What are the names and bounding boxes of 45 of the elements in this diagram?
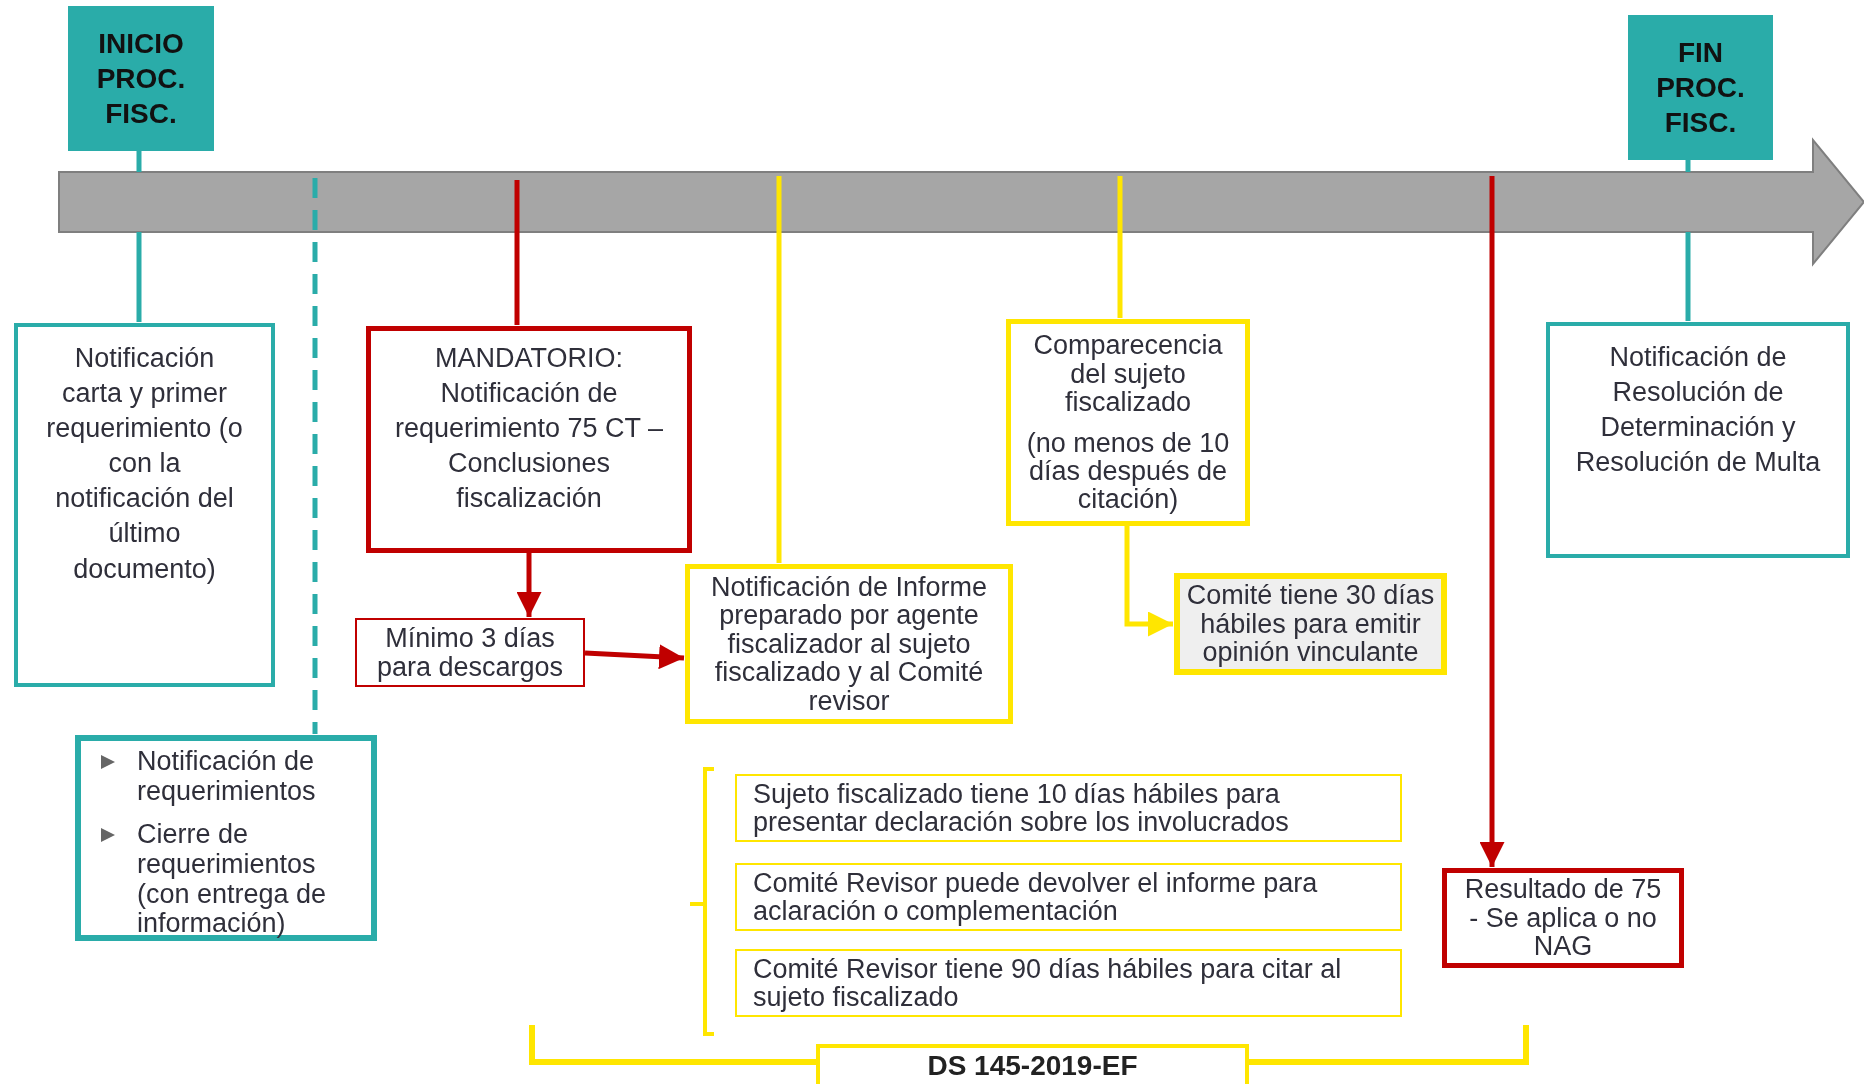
node-text: Cierre de requerimientos (con entrega de información) bbox=[137, 820, 328, 940]
note-box bbox=[735, 949, 1402, 1017]
node-text: MANDATORIO: Notificación de requerimiento 75 CT – Conclusiones fiscalización bbox=[393, 342, 665, 516]
node-text: DS 145-2019-EF bbox=[927, 1050, 1138, 1082]
process-box bbox=[14, 323, 275, 687]
node-text: Mínimo 3 días para descargos bbox=[375, 624, 565, 681]
process-box bbox=[1442, 868, 1684, 968]
process-box bbox=[1546, 322, 1850, 558]
node-text: (no menos de 10 días después de citación) bbox=[1025, 428, 1231, 514]
node-text: Comité tiene 30 días hábiles para emitir opinión vinculante bbox=[1185, 581, 1436, 667]
connector-line bbox=[1117, 176, 1123, 318]
node-text: FIN PROC. FISC. bbox=[1655, 36, 1746, 140]
node-text: Resultado de 75 - Se aplica o no NAG bbox=[1463, 875, 1663, 961]
node-text: Notificación de Informe preparado por agente fiscalizador al sujeto fiscalizado y al Comité revisor bbox=[709, 573, 989, 715]
connector-line bbox=[776, 176, 782, 563]
note-box bbox=[355, 618, 585, 687]
connector-line bbox=[312, 178, 318, 734]
process-box bbox=[366, 326, 692, 553]
arrow-shape bbox=[59, 140, 1864, 264]
node-text: Notificación carta y primer requerimiento (o con la notificación del último documento) bbox=[45, 342, 244, 586]
connector-line bbox=[136, 232, 142, 322]
connector-line bbox=[514, 180, 520, 325]
arrow bbox=[584, 644, 685, 670]
node-text: Notificación de requerimientos bbox=[137, 747, 317, 807]
node-text: Comparecencia del sujeto fiscalizado bbox=[1032, 331, 1224, 417]
arrow bbox=[516, 553, 542, 617]
arrow bbox=[1479, 176, 1505, 867]
stage-tag bbox=[1628, 15, 1773, 160]
process-box bbox=[685, 564, 1013, 724]
connector-line bbox=[1685, 232, 1691, 321]
process-box bbox=[75, 735, 377, 941]
node-text: Sujeto fiscalizado tiene 10 días hábiles para presentar declaración sobre los involucrados bbox=[753, 779, 1290, 837]
note-box bbox=[1174, 573, 1447, 675]
arrow bbox=[1124, 526, 1173, 637]
note-box bbox=[735, 774, 1402, 842]
node-text: Comité Revisor tiene 90 días hábiles para citar al sujeto fiscalizado bbox=[753, 954, 1343, 1012]
node-text: Comité Revisor puede devolver el informe para aclaración o complementación bbox=[753, 868, 1319, 926]
connector-line bbox=[1685, 160, 1691, 172]
node-text: Notificación de Resolución de Determinación y Resolución de Multa bbox=[1574, 341, 1822, 480]
process-box bbox=[1006, 319, 1250, 526]
bracket-label bbox=[816, 1044, 1249, 1084]
stage-tag bbox=[68, 6, 214, 151]
note-box bbox=[735, 863, 1402, 931]
connector-line bbox=[136, 151, 142, 172]
node-text: INICIO PROC. FISC. bbox=[95, 27, 187, 131]
